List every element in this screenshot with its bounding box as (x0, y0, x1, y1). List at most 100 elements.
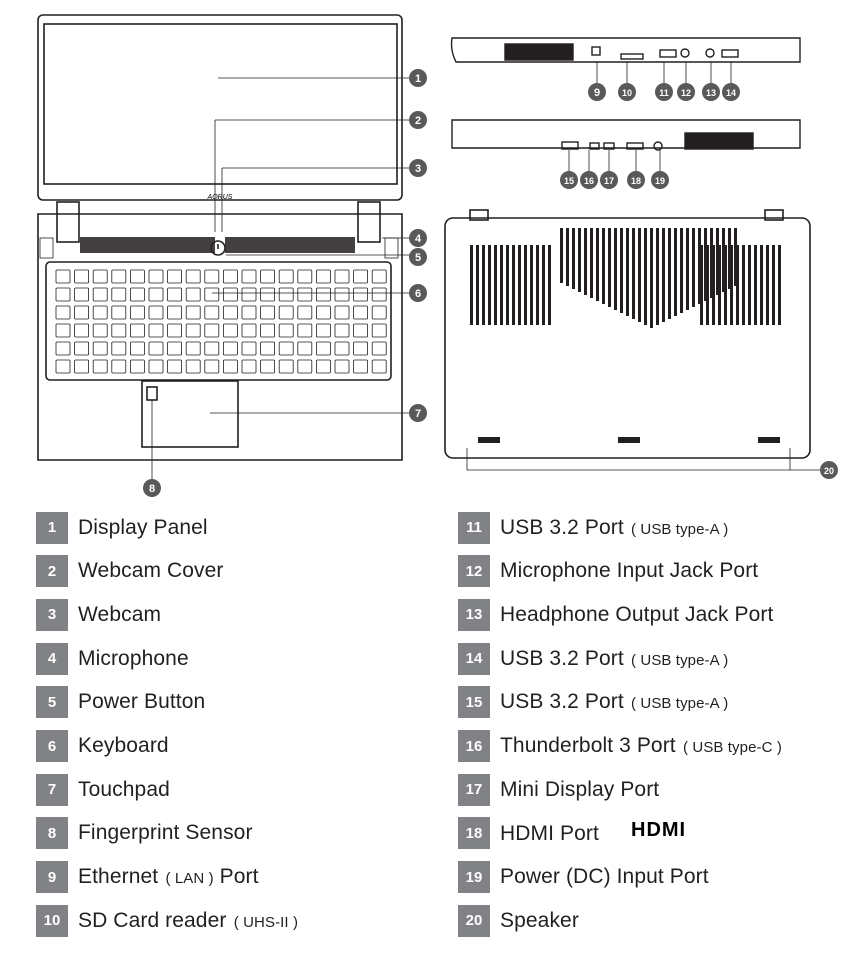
legend-label: Ethernet ( LAN ) Port (78, 865, 259, 889)
legend-number-badge: 19 (458, 861, 490, 894)
callout-12: 12 (677, 83, 695, 101)
svg-text:9: 9 (594, 87, 600, 99)
display-panel (43, 23, 398, 185)
legend-sublabel: ( USB type-A ) (626, 520, 729, 538)
legend-number-badge: 3 (36, 598, 68, 631)
legend-item-12: 12 Microphone Input Jack Port (458, 554, 758, 589)
bottom-vents (470, 228, 781, 328)
callout-19: 19 (651, 171, 669, 189)
legend-sublabel: ( UHS-II ) (229, 913, 299, 931)
svg-text:12: 12 (681, 88, 691, 98)
legend-label: Webcam (78, 602, 162, 626)
svg-text:17: 17 (604, 176, 614, 186)
legend-label: USB 3.2 Port ( USB type-A ) (500, 646, 729, 670)
callout-4: 4 (409, 229, 427, 247)
callout-11: 11 (655, 83, 673, 101)
legend-label: USB 3.2 Port ( USB type-A ) (500, 515, 729, 539)
legend-number-badge: 4 (36, 642, 68, 675)
legend-label: SD Card reader ( UHS-II ) (78, 908, 299, 932)
callout-6: 6 (409, 284, 427, 302)
legend-sublabel: ( USB type-A ) (626, 651, 729, 669)
legend-number-badge: 7 (36, 773, 68, 806)
legend-number-badge: 10 (36, 904, 68, 937)
legend-label: Fingerprint Sensor (78, 821, 253, 845)
legend-label: Touchpad (78, 777, 170, 801)
svg-text:7: 7 (415, 408, 421, 420)
legend-number-badge: 1 (36, 511, 68, 544)
display-lid (37, 14, 403, 201)
callout-3: 3 (409, 159, 427, 177)
fingerprint-sensor (146, 386, 158, 401)
legend-label: Power Button (78, 690, 206, 714)
callout-5: 5 (409, 248, 427, 266)
legend-sublabel: ( LAN ) (161, 870, 214, 888)
callout-8: 8 (143, 479, 161, 497)
legend-number-badge: 13 (458, 598, 490, 631)
svg-text:15: 15 (564, 176, 574, 186)
legend-label: Headphone Output Jack Port (500, 602, 774, 626)
legend-label: Thunderbolt 3 Port ( USB type-C ) (500, 734, 782, 757)
svg-text:4: 4 (415, 233, 422, 245)
svg-text:13: 13 (706, 88, 716, 98)
legend-number-badge: 6 (36, 730, 68, 762)
callout-15: 15 (560, 171, 578, 189)
legend-item-13: 13 Headphone Output Jack Port (458, 597, 773, 632)
bottom-view (444, 209, 811, 459)
laptop-diagram: AORUS (37, 14, 838, 497)
bottom-feet (478, 437, 780, 443)
callout-10: 10 (618, 83, 636, 101)
legend-item-8: 8 Fingerprint Sensor (36, 816, 253, 851)
callout-16: 16 (580, 171, 598, 189)
legend-item-10: 10 SD Card reader ( UHS-II ) (36, 903, 298, 938)
legend-item-17: 17 Mini Display Port (458, 772, 659, 807)
legend-item-7: 7 Touchpad (36, 772, 170, 807)
left-side-view (450, 37, 801, 63)
svg-text:3: 3 (415, 163, 421, 175)
callout-1: 1 (409, 69, 427, 87)
laptop-base (37, 213, 403, 461)
brand-logo: AORUS (207, 194, 233, 201)
svg-text:8: 8 (149, 483, 155, 495)
hdmi-logo-icon: HDMI (631, 819, 717, 846)
legend-sublabel: ( USB type-A ) (626, 695, 729, 713)
legend-label: USB 3.2 Port ( USB type-A ) (500, 690, 729, 714)
svg-text:2: 2 (415, 115, 421, 127)
callout-18: 18 (627, 171, 645, 189)
legend-label: Webcam Cover (78, 559, 224, 583)
legend-number-badge: 17 (458, 773, 490, 806)
keyboard-keys (55, 269, 387, 374)
legend-item-3: 3 Webcam (36, 597, 161, 632)
legend-item-2: 2 Webcam Cover (36, 554, 224, 589)
legend-label: Mini Display Port (500, 777, 660, 801)
legend-number-badge: 8 (36, 817, 68, 850)
legend-label: Keyboard (78, 734, 169, 757)
right-side-view (451, 119, 801, 151)
legend-label: Microphone Input Jack Port (500, 559, 759, 583)
callout-13: 13 (702, 83, 720, 101)
svg-text:5: 5 (415, 252, 421, 264)
legend-sublabel: ( USB type-C ) (678, 739, 782, 756)
legend-item-9: 9 Ethernet ( LAN ) Port (36, 860, 259, 895)
legend-number-badge: 12 (458, 555, 490, 588)
callout-17: 17 (600, 171, 618, 189)
touchpad (141, 380, 239, 448)
svg-text:HDMI: HDMI (631, 820, 686, 840)
svg-text:20: 20 (824, 466, 834, 476)
legend-item-6: 6 Keyboard (36, 729, 169, 764)
legend-number-badge: 9 (36, 861, 68, 894)
legend-number-badge: 20 (458, 904, 490, 937)
callout-2: 2 (409, 111, 427, 129)
svg-text:10: 10 (622, 88, 632, 98)
legend-number-badge: 2 (36, 555, 68, 588)
